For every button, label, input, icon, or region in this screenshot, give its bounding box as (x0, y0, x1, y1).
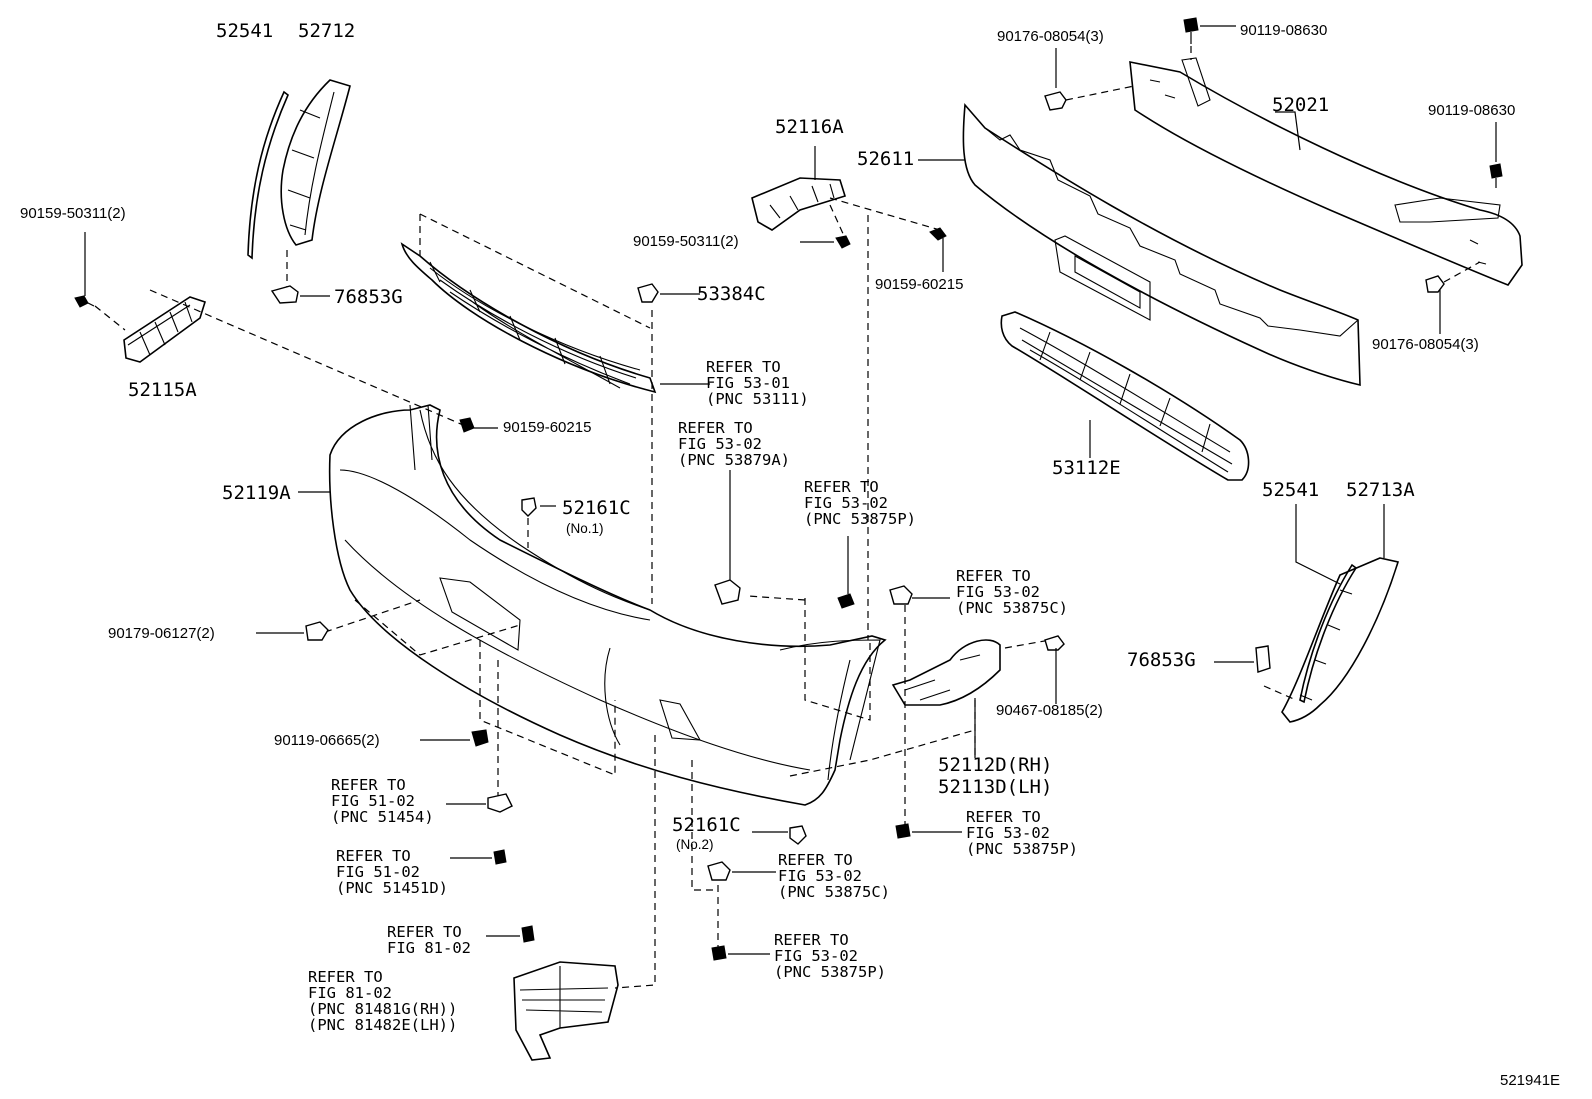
note-51451D: REFER TO FIG 51-02 (PNC 51451D) (336, 847, 448, 897)
clip-53384C (637, 283, 700, 303)
label-76853G-right: 76853G (1127, 649, 1196, 671)
bolt-90159-50311-left (74, 232, 95, 308)
bolt-90176-top (1044, 48, 1067, 111)
label-90119-06665: 90119-06665(2) (274, 732, 380, 749)
bolt-90119-top (1183, 17, 1236, 44)
nut-90179 (256, 621, 329, 641)
label-52712: 52712 (298, 20, 356, 42)
label-90119-right: 90119-08630 (1428, 102, 1516, 119)
label-90176-right: 90176-08054(3) (1372, 336, 1479, 353)
label-52119A: 52119A (222, 482, 291, 504)
nut-53879A (714, 470, 741, 605)
label-52161C-no2-sub: (No.2) (676, 837, 714, 852)
moulding-52541-right (1299, 563, 1358, 704)
bolt-90159-60215-right (929, 227, 947, 272)
note-53875P-a: REFER TO FIG 53-02 (PNC 53875P) (804, 478, 916, 528)
bolt-53875P-c (711, 945, 770, 961)
note-53875C-a: REFER TO FIG 53-02 (PNC 53875C) (956, 567, 1068, 617)
bolt-53875P-a (837, 536, 855, 609)
note-53875P-c: REFER TO FIG 53-02 (PNC 53875P) (774, 931, 886, 981)
label-90179-06127: 90179-06127(2) (108, 625, 215, 642)
label-52021: 52021 (1272, 94, 1330, 116)
extension-52713A (1281, 557, 1400, 723)
label-76853G-left: 76853G (334, 286, 403, 308)
lower-grille-53112E (1000, 311, 1250, 481)
note-53875P-b: REFER TO FIG 53-02 (PNC 53875P) (966, 808, 1078, 858)
label-90159-50311-left: 90159-50311(2) (20, 205, 126, 222)
note-fig-81-02: REFER TO FIG 81-02 (387, 923, 471, 957)
label-52541-right: 52541 (1262, 479, 1320, 501)
note-51454: REFER TO FIG 51-02 (PNC 51454) (331, 776, 434, 826)
note-53875C-b: REFER TO FIG 53-02 (PNC 53875C) (778, 851, 890, 901)
bolt-51451D (450, 849, 507, 865)
label-52161C-no2: 52161C (672, 814, 741, 836)
nut-53875C-b (707, 861, 776, 881)
bolt-90159-60215-center (459, 417, 498, 433)
clip-52161C-no2 (752, 825, 807, 845)
bolt-90176-right (1425, 275, 1445, 334)
label-52713A: 52713A (1346, 479, 1415, 501)
note-53879A: REFER TO FIG 53-02 (PNC 53879A) (678, 419, 790, 469)
label-52161C-no1-sub: (No.1) (566, 521, 604, 536)
fog-lamp-housing (513, 961, 619, 1061)
label-53384C: 53384C (697, 283, 766, 305)
bracket-52115A (123, 296, 206, 363)
label-52112D-rh: 52112D(RH) (938, 754, 1053, 776)
bracket-51454 (446, 793, 513, 813)
label-52115A: 52115A (128, 379, 197, 401)
spacer-52112D (891, 639, 1001, 758)
extension-52712 (280, 79, 351, 246)
note-53111: REFER TO FIG 53-01 (PNC 53111) (706, 358, 809, 408)
note-81481G: REFER TO FIG 81-02 (PNC 81481G(RH)) (PNC… (308, 968, 458, 1034)
label-90159-50311-center: 90159-50311(2) (633, 233, 739, 250)
bolt-90159-50311-center (800, 235, 851, 249)
bolt-90119-06665 (420, 729, 489, 747)
bolt-53875P-b (895, 823, 962, 839)
label-52116A: 52116A (775, 116, 844, 138)
clip-76853G-left (270, 285, 330, 304)
moulding-52541-left (247, 90, 289, 260)
bracket-52116A (751, 146, 847, 231)
reinforcement-52021 (1129, 57, 1523, 286)
bumper-cover-52119A (328, 404, 887, 806)
label-90159-60215-center: 90159-60215 (503, 419, 592, 436)
clip-52161C-no1 (521, 497, 556, 548)
label-90119-top: 90119-08630 (1240, 22, 1328, 39)
nut-53875C-a (889, 585, 950, 605)
bolt-81-02 (486, 925, 535, 943)
absorber-52611 (962, 103, 1361, 387)
label-52611: 52611 (857, 148, 915, 170)
label-diagram-code: 521941E (1500, 1072, 1561, 1089)
label-52113D-lh: 52113D(LH) (938, 776, 1053, 798)
bolt-90119-right (1489, 122, 1503, 188)
upper-grille (400, 242, 657, 394)
label-52161C-no1: 52161C (562, 497, 631, 519)
label-53112E: 53112E (1052, 457, 1121, 479)
label-52541-left: 52541 (216, 20, 274, 42)
label-90467-08185: 90467-08185(2) (996, 702, 1103, 719)
clip-76853G-right (1214, 645, 1271, 673)
label-90159-60215-right: 90159-60215 (875, 276, 964, 293)
label-90176-top: 90176-08054(3) (997, 28, 1104, 45)
clip-90467 (1044, 635, 1065, 704)
